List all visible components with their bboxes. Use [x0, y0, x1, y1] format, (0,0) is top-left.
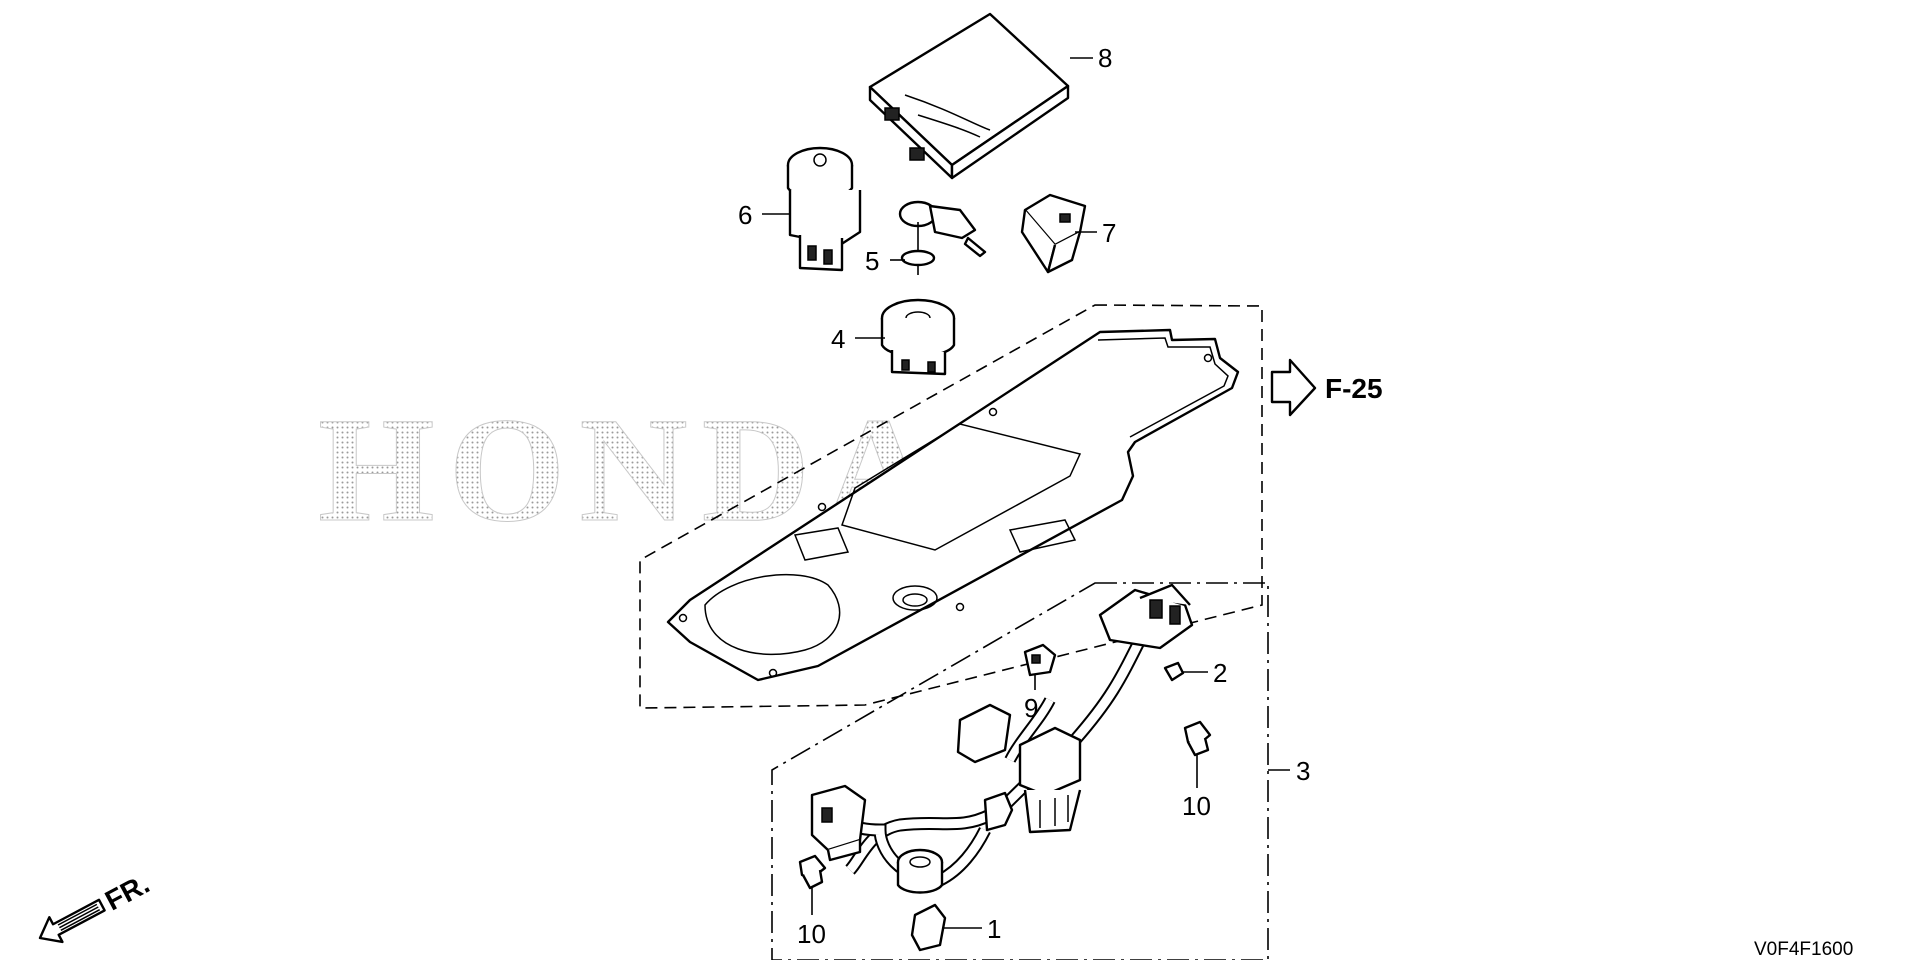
- rocker-switch: [1020, 193, 1087, 274]
- callout-10-left: 10: [797, 919, 826, 949]
- honda-watermark: HONDA: [318, 387, 946, 553]
- harness-connector-left: [810, 784, 867, 862]
- callout-6: 6: [738, 200, 752, 230]
- harness-connector-small: [983, 791, 1014, 832]
- harness-connector-bottom: [896, 848, 944, 894]
- callout-7: 7: [1102, 218, 1116, 248]
- display-cover: [868, 12, 1070, 180]
- callout-8: 8: [1098, 43, 1112, 73]
- callout-9: 9: [1024, 693, 1038, 723]
- reference-code: F-25: [1325, 373, 1383, 404]
- cable-tie-right: [1183, 720, 1212, 757]
- cable-tie-left: [798, 854, 827, 890]
- harness-group-outline: [771, 582, 1269, 960]
- harness-connector-mid: [956, 703, 1082, 834]
- control-panel-plate: [666, 328, 1240, 682]
- reference-arrow: F-25: [1270, 358, 1383, 417]
- ignition-key: [898, 200, 987, 275]
- diagram-code: V0F4F1600: [1754, 939, 1853, 960]
- callout-1: 1: [987, 914, 1001, 944]
- ignition-switch: [880, 298, 956, 376]
- callout-2: 2: [1213, 658, 1227, 688]
- harness-connector-top: [1098, 583, 1194, 650]
- front-direction-label: FR.: [100, 868, 154, 917]
- panel-group-outline: [639, 304, 1263, 709]
- callout-4: 4: [831, 324, 845, 354]
- callout-3: 3: [1296, 756, 1310, 786]
- clip-9: [1023, 643, 1057, 677]
- clip-2: [1163, 661, 1185, 682]
- front-direction-arrow: FR.: [38, 868, 154, 944]
- callout-10-right: 10: [1182, 791, 1211, 821]
- small-connector: [910, 903, 947, 952]
- push-switch: [786, 146, 862, 272]
- wire-harness: [828, 637, 1146, 887]
- callout-5: 5: [865, 246, 879, 276]
